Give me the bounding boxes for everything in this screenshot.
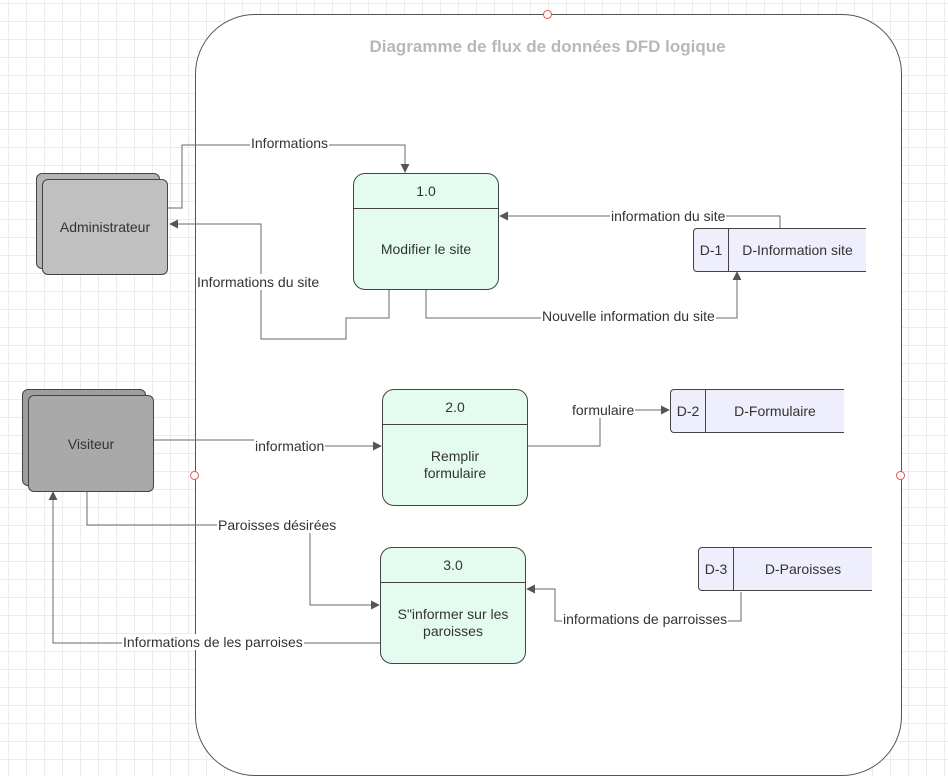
datastore-d3[interactable]: D-3 D-Paroisses [698, 547, 872, 591]
flow-label-p1-to-d1: Nouvelle information du site [541, 308, 716, 324]
flow-label-d3-to-p3: informations de parroisses [562, 611, 729, 627]
datastore-id: D-2 [671, 390, 706, 432]
flow-line-d3-to-p3 [526, 584, 742, 622]
diagram-title: Diagramme de flux de données DFD logique [369, 37, 726, 56]
frame-handle-left[interactable] [190, 471, 199, 480]
flow-line-admin-to-p1 [167, 144, 410, 209]
entity-label: Administrateur [59, 219, 151, 235]
entity-box [42, 179, 168, 275]
datastore-id: D-3 [699, 548, 734, 590]
entity-administrateur[interactable]: Administrateur [36, 173, 168, 275]
process-name: Remplir formulaire [423, 448, 487, 481]
process-id: 3.0 [381, 548, 525, 583]
flow-label-visitor-to-p2: information [254, 438, 326, 454]
process-name: S"informer sur les paroisses [397, 606, 509, 639]
process-modifier-le-site[interactable]: 1.0 Modifier le site [353, 173, 499, 290]
flow-line-p1-to-admin [169, 219, 390, 340]
process-name: Modifier le site [380, 240, 472, 257]
flow-label-admin-to-p1: Informations [250, 135, 330, 151]
frame-handle-top[interactable] [543, 10, 552, 19]
flow-label-p2-to-d2: formulaire [571, 402, 636, 418]
datastore-d1[interactable]: D-1 D-Information site [693, 228, 866, 272]
flow-line-d1-to-p1 [499, 211, 781, 228]
flow-line-p3-to-visitor [48, 491, 381, 644]
flow-label-p1-to-admin: Informations du site [196, 274, 321, 290]
process-id: 2.0 [383, 390, 527, 425]
entity-box [28, 395, 154, 492]
process-s-informer-paroisses[interactable]: 3.0 S"informer sur les paroisses [380, 547, 526, 664]
process-remplir-formulaire[interactable]: 2.0 Remplir formulaire [382, 389, 528, 506]
datastore-name: D-Information site [742, 242, 853, 258]
datastore-id: D-1 [694, 229, 729, 271]
flow-label-d1-to-p1: information du site [610, 208, 727, 224]
flow-line-visitor-to-p3 [86, 491, 380, 610]
datastore-name: D-Formulaire [734, 403, 816, 419]
flow-label-p3-to-visitor: Informations de les parroises [122, 634, 304, 650]
entity-label: Visiteur [67, 435, 115, 452]
datastore-d2[interactable]: D-2 D-Formulaire [670, 389, 844, 433]
process-id: 1.0 [354, 174, 498, 209]
datastore-name: D-Paroisses [764, 561, 842, 577]
entity-visiteur[interactable]: Visiteur [22, 389, 154, 492]
flow-label-visitor-to-p3: Paroisses désirées [217, 517, 338, 533]
frame-handle-right[interactable] [896, 471, 905, 480]
